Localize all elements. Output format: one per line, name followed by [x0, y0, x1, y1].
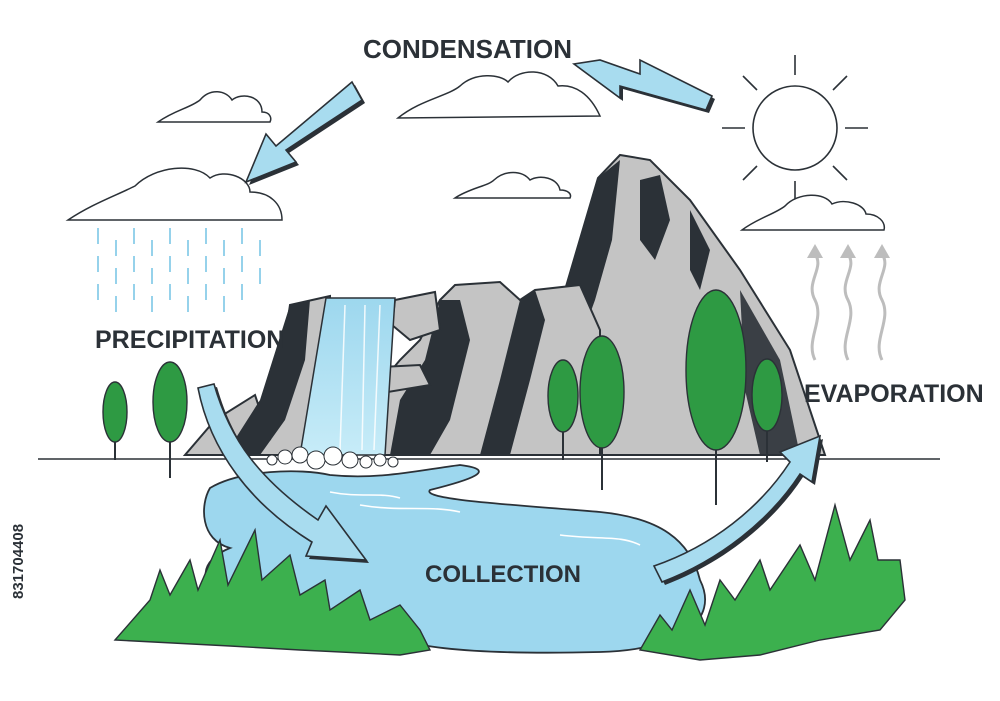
water-ripple: [359, 504, 461, 513]
water-ripple: [559, 534, 641, 546]
steam-arrowhead: [840, 244, 856, 258]
label-evaporation: EVAPORATION: [804, 380, 984, 408]
tree-icon: [751, 358, 783, 462]
tree-icon: [152, 361, 188, 478]
label-collection: COLLECTION: [425, 561, 581, 588]
cloud-icon: [452, 171, 572, 199]
rain: [97, 228, 261, 312]
steam-arrowhead: [874, 244, 890, 258]
stock-id-strip: 831704408: [10, 524, 27, 599]
cloud-icon: [739, 194, 886, 231]
arrow-icon: [244, 80, 365, 185]
tree-icon: [685, 289, 747, 505]
steam-arrowhead: [807, 244, 823, 258]
rocks: [360, 280, 601, 456]
waterfall-icon: [266, 297, 399, 470]
sun-icon: [722, 55, 868, 200]
water-ripple: [329, 491, 401, 499]
cliff: [182, 294, 337, 456]
cloud-icon: [155, 91, 272, 123]
arrow-icon: [652, 434, 823, 585]
cloud-icon: [65, 167, 283, 221]
tree-icon: [579, 335, 625, 490]
steam: [810, 253, 887, 361]
label-precipitation: PRECIPITATION: [95, 326, 284, 354]
stock-id: 831704408: [10, 524, 27, 599]
label-condensation: CONDENSATION: [363, 34, 572, 64]
tree-icon: [102, 381, 128, 460]
cloud-icon: [395, 71, 602, 119]
arrow-icon: [197, 383, 369, 563]
grass-icon: [113, 502, 906, 661]
arrow-icon: [571, 58, 715, 113]
tree-icon: [547, 359, 579, 460]
